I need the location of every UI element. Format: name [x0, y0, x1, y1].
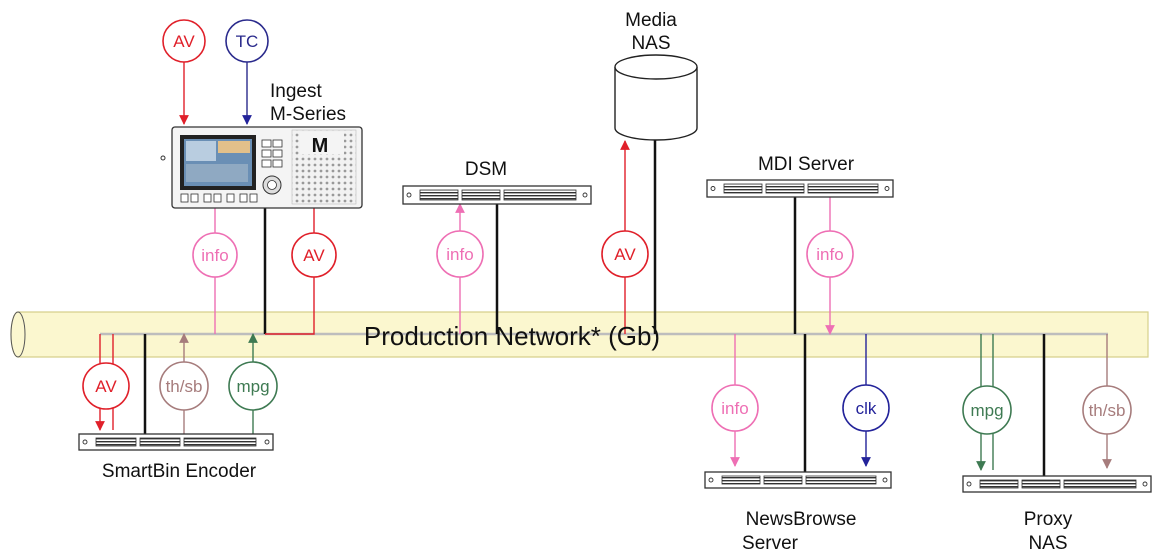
badge-thsb-smartbin-text: th/sb [166, 377, 203, 396]
proxy-nas-label-line2: NAS [1028, 533, 1067, 553]
badge-av-input-text: AV [173, 32, 195, 51]
newsbrowse-label-line1: NewsBrowse [746, 509, 857, 530]
badge-mpg-smartbin-text: mpg [236, 377, 269, 396]
badge-clk-newsbrowse-text: clk [856, 399, 877, 418]
media-nas-label-line2: NAS [631, 33, 670, 54]
badge-mpg-proxy: mpg [962, 385, 1012, 435]
badge-info-dsm-text: info [446, 245, 473, 264]
smartbin-encoder-rack-unit [78, 433, 274, 451]
proxy-nas-rack-unit [962, 475, 1152, 493]
badge-av-media-nas: AV [601, 230, 649, 278]
badge-clk-newsbrowse: clk [842, 384, 890, 432]
newsbrowse-server-rack-unit [704, 471, 892, 489]
badge-info-newsbrowse: info [711, 384, 759, 432]
badge-tc-input-text: TC [236, 32, 259, 51]
badge-av-smartbin-text: AV [95, 377, 117, 396]
connection-lines [95, 56, 1112, 476]
badge-thsb-proxy: th/sb [1082, 385, 1132, 435]
badge-thsb-smartbin: th/sb [159, 361, 209, 411]
proxy-nas-label-line1: Proxy [1024, 509, 1073, 530]
dsm-label: DSM [465, 159, 507, 180]
badge-tc-input: TC [225, 19, 269, 63]
badge-info-ingest-text: info [201, 246, 228, 265]
badge-mpg-proxy-text: mpg [970, 401, 1003, 420]
badge-info-ingest: info [192, 232, 238, 278]
badge-info-dsm: info [436, 230, 484, 278]
media-nas-label-line1: Media [625, 10, 677, 31]
badge-info-mdi: info [806, 230, 854, 278]
production-network [10, 311, 1149, 358]
badge-av-ingest-text: AV [303, 246, 325, 265]
badge-av-media-nas-text: AV [614, 245, 636, 264]
ingest-label-line1: Ingest [270, 81, 322, 102]
badge-thsb-proxy-text: th/sb [1089, 401, 1126, 420]
smartbin-encoder-label: SmartBin Encoder [102, 461, 257, 482]
ingest-logo: M [312, 135, 329, 157]
mdi-server-rack-unit [706, 179, 894, 198]
badge-info-mdi-text: info [816, 245, 843, 264]
network-label: Production Network* (Gb) [364, 321, 660, 351]
ingest-label-line2: M-Series [270, 104, 346, 125]
badge-av-ingest: AV [291, 232, 337, 278]
newsbrowse-label-line2: Server [742, 533, 799, 553]
badge-av-input: AV [162, 19, 206, 63]
badge-info-newsbrowse-text: info [721, 399, 748, 418]
dsm-rack-unit [402, 185, 592, 205]
ingest-m-series-device: M [160, 126, 363, 209]
badge-mpg-smartbin: mpg [228, 361, 278, 411]
media-nas-cylinder [614, 54, 698, 141]
mdi-server-label: MDI Server [758, 154, 855, 175]
badge-av-smartbin: AV [82, 362, 130, 410]
